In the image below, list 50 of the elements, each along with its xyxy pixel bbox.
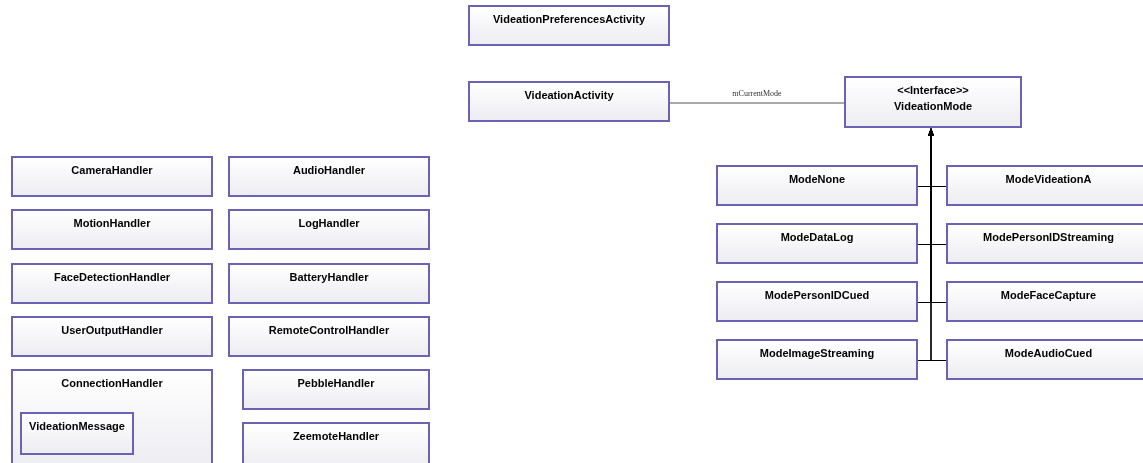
class-box bbox=[844, 76, 1022, 128]
class-name: UserOutputHandler bbox=[61, 323, 163, 337]
class-box bbox=[468, 5, 670, 46]
class-name: ConnectionHandler bbox=[61, 376, 163, 390]
class-name: ModePersonIDStreaming bbox=[983, 230, 1114, 244]
class-name: ModeVideationA bbox=[1005, 172, 1092, 186]
class-name: PebbleHandler bbox=[297, 376, 375, 390]
class-name: VideationActivity bbox=[524, 88, 614, 102]
class-name: MotionHandler bbox=[73, 216, 151, 230]
class-name: ModeAudioCued bbox=[1004, 346, 1093, 360]
class-box bbox=[716, 281, 918, 322]
class-box bbox=[242, 422, 430, 463]
class-box bbox=[716, 223, 918, 264]
class-name: <<Interface>> bbox=[897, 83, 969, 97]
class-box bbox=[20, 412, 134, 455]
class-box bbox=[242, 369, 430, 410]
class-box bbox=[946, 339, 1143, 380]
class-name: LogHandler bbox=[298, 216, 360, 230]
class-box bbox=[11, 156, 213, 197]
class-name: ModeImageStreaming bbox=[759, 346, 875, 360]
class-box bbox=[468, 81, 670, 122]
class-name: VideationMode bbox=[894, 99, 972, 113]
class-box bbox=[11, 369, 213, 463]
class-box bbox=[946, 223, 1143, 264]
class-name: BatteryHandler bbox=[289, 270, 369, 284]
edge-label: mCurrentMode bbox=[732, 89, 782, 99]
class-name: ModeDataLog bbox=[780, 230, 854, 244]
class-name: RemoteControlHandler bbox=[268, 323, 390, 337]
class-box bbox=[11, 209, 213, 250]
class-name: ModePersonIDCued bbox=[764, 288, 870, 302]
class-box bbox=[228, 156, 430, 197]
class-box bbox=[11, 316, 213, 357]
class-name: VideationMessage bbox=[29, 419, 125, 433]
class-name: CameraHandler bbox=[71, 163, 153, 177]
association-line bbox=[669, 102, 845, 104]
class-box bbox=[11, 263, 213, 304]
class-box bbox=[716, 165, 918, 206]
class-box bbox=[228, 263, 430, 304]
class-name: AudioHandler bbox=[292, 163, 366, 177]
inheritance-arrow bbox=[928, 128, 947, 362]
class-box bbox=[946, 281, 1143, 322]
class-box bbox=[946, 165, 1143, 206]
class-name: VideationPreferencesActivity bbox=[493, 12, 645, 26]
class-box bbox=[228, 316, 430, 357]
class-name: ZeemoteHandler bbox=[292, 429, 380, 443]
class-box bbox=[228, 209, 430, 250]
class-name: FaceDetectionHandler bbox=[53, 270, 171, 284]
class-name: ModeNone bbox=[788, 172, 846, 186]
class-box bbox=[716, 339, 918, 380]
class-name: ModeFaceCapture bbox=[1000, 288, 1097, 302]
